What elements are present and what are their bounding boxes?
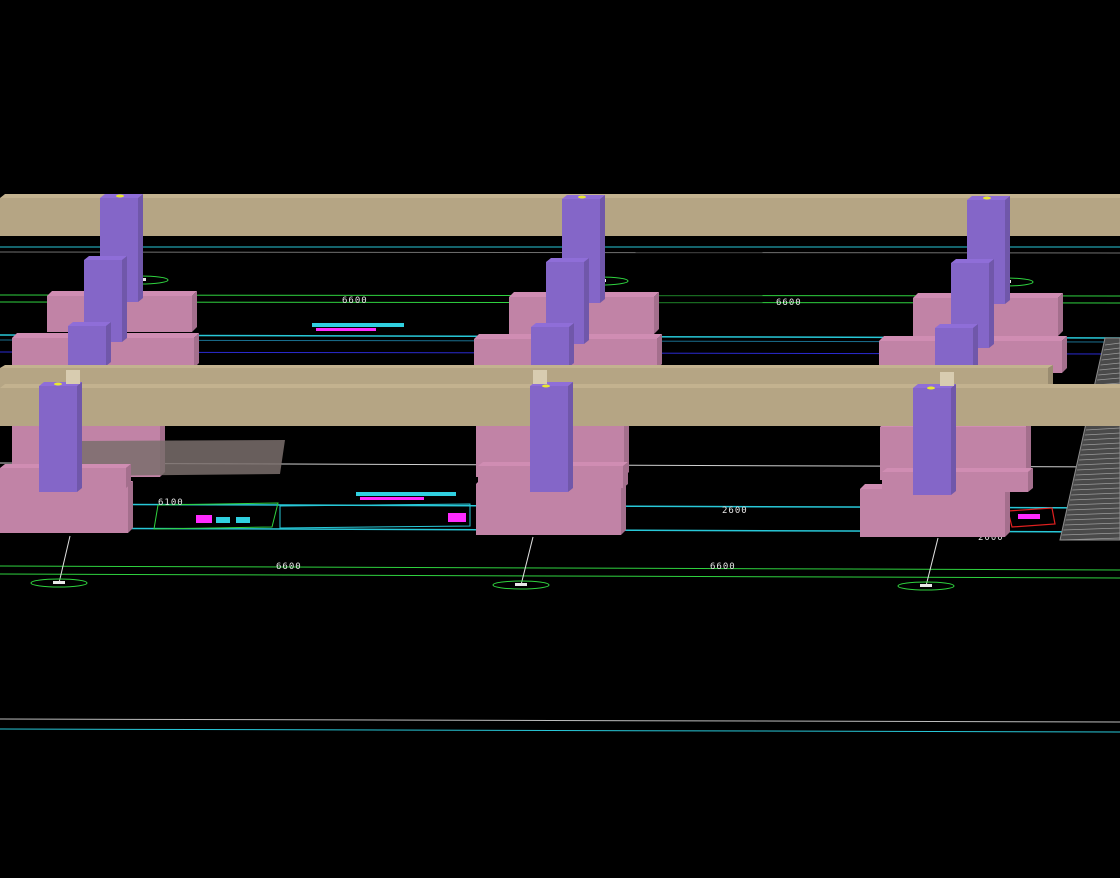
- annotation-block: [448, 513, 466, 522]
- column-mid-top: [546, 258, 589, 262]
- column-mid-low-top: [68, 322, 111, 326]
- column-front: [530, 386, 568, 492]
- column-marker-icon: [927, 387, 935, 390]
- footing-back-side: [192, 291, 197, 332]
- column-mid-top: [84, 256, 127, 260]
- footing-front-side: [128, 481, 133, 533]
- column-mid-low-top: [935, 324, 978, 328]
- beam-back-top: [0, 194, 1120, 198]
- dimension-label: 2600: [722, 506, 748, 516]
- footing-front-cap-top: [882, 468, 1033, 472]
- grid-line-green: [0, 566, 1120, 570]
- annotation-text: [356, 492, 456, 496]
- grid-line-green: [0, 574, 1120, 578]
- column-cap: [940, 372, 954, 386]
- column-mid-low: [935, 328, 973, 370]
- footing-front: [0, 486, 128, 533]
- footing-back-side: [1058, 293, 1063, 336]
- footing-front-cap-side: [126, 464, 131, 488]
- annotation-text: [360, 497, 424, 500]
- column-mid-low-side: [569, 323, 574, 367]
- footing-front: [860, 489, 1005, 537]
- annotation-text: [312, 323, 404, 327]
- dimension-label: 6100: [158, 498, 184, 508]
- grid-bubble-label-icon: [920, 584, 932, 587]
- grid-line-white: [0, 719, 1120, 722]
- footing-front-cap-side: [623, 462, 628, 488]
- dimension-frame: [280, 504, 470, 528]
- column-front: [913, 388, 951, 495]
- footing-back-base-side: [1062, 336, 1067, 373]
- grid-bubble-label-icon: [515, 583, 527, 586]
- grid-leader-line: [521, 537, 533, 585]
- dimension-label: 6600: [276, 562, 302, 572]
- dimension-label: 6600: [342, 296, 368, 306]
- column-front-side: [951, 384, 956, 495]
- annotation-block: [216, 517, 230, 523]
- column-cap: [66, 370, 80, 384]
- column-mid-side: [122, 256, 127, 342]
- column-mid-low-side: [973, 324, 978, 370]
- column-marker-icon: [578, 196, 586, 199]
- column-mid-side: [989, 259, 994, 348]
- column-front-side: [568, 382, 573, 492]
- column-front-side: [77, 382, 82, 492]
- column-mid-low: [68, 326, 106, 366]
- column-marker-icon: [542, 385, 550, 388]
- footing-front-cap-side: [1028, 468, 1033, 492]
- annotation-block: [196, 515, 212, 523]
- column-back-side: [600, 195, 605, 303]
- column-cap: [533, 370, 547, 384]
- footing-back-side: [654, 292, 659, 334]
- column-mid-low: [531, 327, 569, 367]
- dimension-label: 6600: [776, 298, 802, 308]
- annotation-block: [1018, 514, 1040, 519]
- column-back-side: [1005, 196, 1010, 304]
- dimension-label: 6600: [710, 562, 736, 572]
- footing-back-base-side: [194, 333, 199, 368]
- annotation-block: [236, 517, 250, 523]
- grid-line-gray: [0, 252, 1120, 253]
- column-back-side: [138, 194, 143, 302]
- annotation-text: [316, 328, 376, 331]
- column-marker-icon: [983, 197, 991, 200]
- column-marker-icon: [116, 195, 124, 198]
- column-mid-low-top: [531, 323, 574, 327]
- beam-mid-top: [0, 365, 1053, 368]
- column-front: [39, 386, 77, 492]
- beam-back: [0, 198, 1120, 236]
- column-mid-side: [584, 258, 589, 344]
- grid-leader-line: [926, 538, 938, 586]
- grid-leader-line: [59, 536, 70, 583]
- footing-back-base-side: [657, 334, 662, 369]
- column-marker-icon: [54, 383, 62, 386]
- column-mid-low-side: [106, 322, 111, 366]
- grid-line-cyan: [0, 729, 1120, 732]
- column-mid-top: [951, 259, 994, 263]
- grid-bubble-label-icon: [53, 581, 65, 584]
